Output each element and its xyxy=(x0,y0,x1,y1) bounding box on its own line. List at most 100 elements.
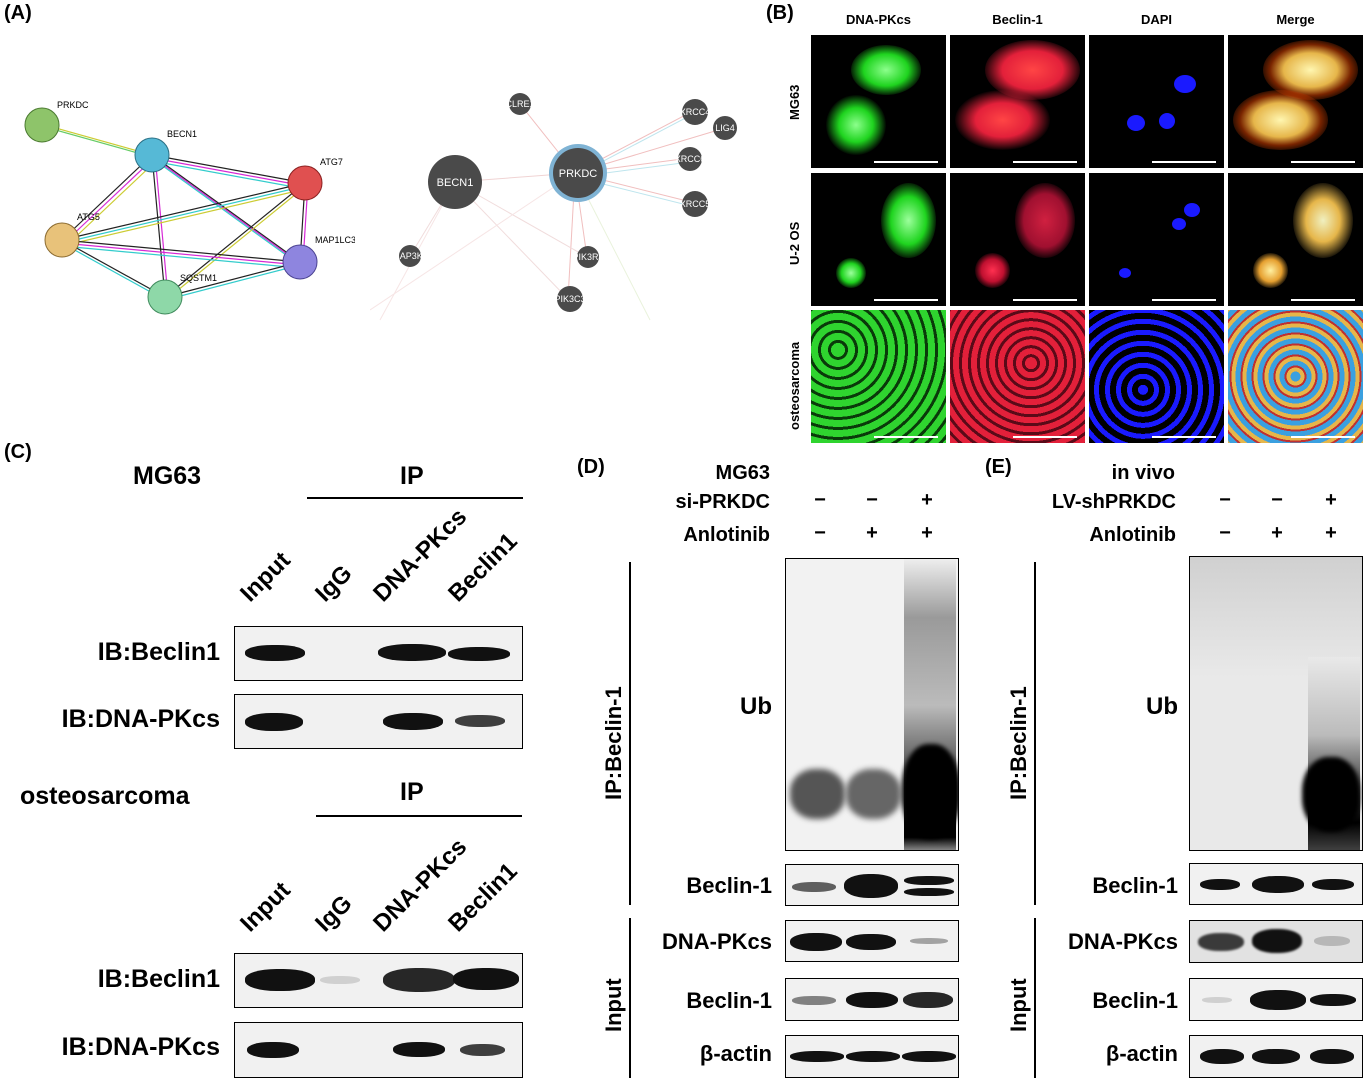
node-atg5 xyxy=(44,222,80,258)
c-bot-lane-igg: IgG xyxy=(310,889,358,938)
e-input-bracket xyxy=(1034,918,1036,1078)
c-osteosarcoma-title: osteosarcoma xyxy=(20,782,190,810)
gm-pik3c3: PIK3C3 xyxy=(554,294,585,304)
e-label-dnapkcs: DNA-PKcs xyxy=(1067,929,1178,954)
e-blot-beclin1-ip xyxy=(1189,863,1363,905)
panel-d-label: (D) xyxy=(577,456,605,478)
e-row1-label: LV-shPRKDC xyxy=(1051,491,1176,513)
c-bot-ib-beclin1: IB:Beclin1 xyxy=(97,965,220,993)
label-atg7: ATG7 xyxy=(320,157,343,167)
row-mg63: MG63 xyxy=(787,84,802,120)
d-label-ub: Ub xyxy=(740,693,772,720)
node-becn1 xyxy=(134,137,170,173)
node-sqstm1 xyxy=(147,279,183,315)
e-row2-label: Anlotinib xyxy=(1089,524,1176,546)
micro-tissue-dapi xyxy=(1089,310,1224,443)
row-u2os: U-2 OS xyxy=(787,221,802,265)
e-label-ub: Ub xyxy=(1146,693,1178,720)
panel-c-label: (C) xyxy=(4,441,32,463)
micro-mg63-merge xyxy=(1228,35,1363,168)
c-top-ib-beclin1: IB:Beclin1 xyxy=(97,638,220,666)
d-row1-label: si-PRKDC xyxy=(675,491,770,513)
d-cell: MG63 xyxy=(715,462,770,484)
d-input-bracket xyxy=(629,918,631,1078)
d-row2-sign3: + xyxy=(921,522,933,544)
c-top-blot-beclin1 xyxy=(234,626,523,681)
d-blot-beclin1-input xyxy=(785,978,959,1021)
e-cell: in vivo xyxy=(1111,462,1175,484)
gm-map3k3: MAP3K3 xyxy=(392,251,428,261)
c-ip-top: IP xyxy=(400,462,424,490)
micro-mg63-dapi xyxy=(1089,35,1224,168)
d-row2-sign2: + xyxy=(866,522,878,544)
d-blot-dnapkcs xyxy=(785,920,959,962)
e-row2-sign2: + xyxy=(1271,522,1283,544)
micro-u2os-merge xyxy=(1228,173,1363,306)
c-bot-blot-dnapkcs xyxy=(234,1022,523,1078)
e-label-beclin1-input: Beclin-1 xyxy=(1092,988,1178,1013)
panel-a-label: (A) xyxy=(4,2,32,24)
string-network: PRKDC BECN1 ATG7 ATG5 MAP1LC3A SQSTM1 xyxy=(24,100,355,315)
micro-mg63-beclin1 xyxy=(950,35,1085,168)
d-row1-sign2: − xyxy=(866,489,878,511)
e-blot-ub xyxy=(1189,556,1363,851)
e-row1-sign3: + xyxy=(1325,489,1337,511)
d-row2-label: Anlotinib xyxy=(683,524,770,546)
e-row1-sign2: − xyxy=(1271,489,1283,511)
e-row2-sign1: − xyxy=(1219,522,1231,544)
c-ip-top-line xyxy=(307,497,523,499)
micro-u2os-beclin1 xyxy=(950,173,1085,306)
e-row1-sign1: − xyxy=(1219,489,1231,511)
node-map1lc3a xyxy=(282,244,318,280)
micro-tissue-beclin1 xyxy=(950,310,1085,443)
micro-u2os-dapi xyxy=(1089,173,1224,306)
c-bot-lane-input: Input xyxy=(235,876,296,938)
d-row1-sign1: − xyxy=(814,489,826,511)
micro-tissue-merge xyxy=(1228,310,1363,443)
gm-xrcc4: XRCC4 xyxy=(680,107,711,117)
gm-prkdc: PRKDC xyxy=(559,168,598,180)
panel-b-label: (B) xyxy=(766,2,794,24)
c-bot-ib-dnapkcs: IB:DNA-PKcs xyxy=(61,1033,220,1061)
d-label-beclin1-ip: Beclin-1 xyxy=(686,873,772,898)
micro-u2os-dnapkcs xyxy=(811,173,946,306)
e-blot-bactin xyxy=(1189,1035,1363,1078)
gm-pik3r4: PIK3R4 xyxy=(572,252,603,262)
e-ip-bracket xyxy=(1034,562,1036,905)
label-prkdc: PRKDC xyxy=(57,100,89,110)
genemania-nodes xyxy=(399,93,737,312)
gm-lig4: LIG4 xyxy=(715,123,735,133)
panel-e-label: (E) xyxy=(985,456,1012,478)
c-mg63-title: MG63 xyxy=(133,462,202,490)
d-blot-ub xyxy=(785,558,959,851)
d-label-bactin: β-actin xyxy=(699,1041,772,1066)
row-osteosarcoma: osteosarcoma xyxy=(787,341,802,430)
string-nodes xyxy=(24,107,323,315)
gm-xrcc5: XRCC5 xyxy=(680,199,711,209)
micro-tissue-dnapkcs xyxy=(811,310,946,443)
e-blot-beclin1-input xyxy=(1189,978,1363,1021)
d-blot-beclin1-ip xyxy=(785,864,959,906)
e-label-bactin: β-actin xyxy=(1105,1041,1178,1066)
d-label-dnapkcs: DNA-PKcs xyxy=(661,929,772,954)
col-merge: Merge xyxy=(1276,12,1315,27)
string-edges xyxy=(44,124,309,301)
label-becn1: BECN1 xyxy=(167,129,197,139)
c-ip-bottom: IP xyxy=(400,778,424,806)
col-dapi: DAPI xyxy=(1140,12,1173,27)
label-sqstm1: SQSTM1 xyxy=(180,273,217,283)
e-blot-dnapkcs xyxy=(1189,920,1363,963)
col-beclin1: Beclin-1 xyxy=(992,12,1043,27)
node-prkdc xyxy=(24,107,60,143)
gm-xrcc6: XRCC6 xyxy=(675,154,706,164)
c-top-lane-igg: IgG xyxy=(310,559,358,608)
gm-dclre1c: DCLRE1C xyxy=(499,99,542,109)
d-row2-sign1: − xyxy=(814,522,826,544)
d-ip-bracket xyxy=(629,562,631,905)
d-row1-sign3: + xyxy=(921,489,933,511)
genemania-network: DCLRE1C BECN1 PRKDC XRCC4 LIG4 XRCC6 XRC… xyxy=(370,93,737,321)
label-atg5: ATG5 xyxy=(77,212,100,222)
e-label-beclin1-ip: Beclin-1 xyxy=(1092,873,1178,898)
gm-becn1: BECN1 xyxy=(437,177,474,189)
c-bot-blot-beclin1 xyxy=(234,953,523,1008)
